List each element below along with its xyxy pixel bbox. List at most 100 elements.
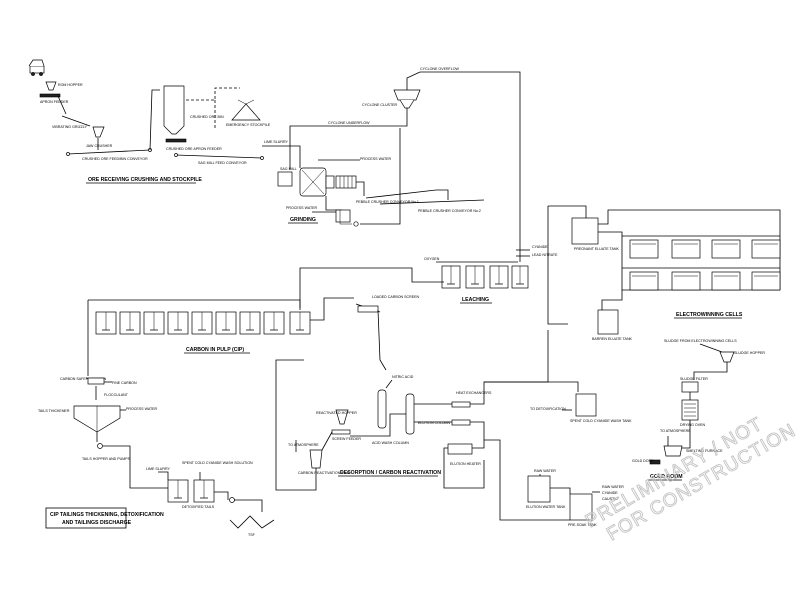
apron-feeder-icon (39, 93, 61, 98)
gold-room-area: SLUDGE FROM ELECTROWINNING CELLS SLUDGE … (632, 339, 765, 481)
elution-column-label: ELUTION COLUMN (418, 421, 451, 425)
process-water-3-label: PROCESS WATER (126, 407, 158, 411)
jaw-crusher-icon (92, 126, 105, 138)
spent-cold-label: SPENT COLD CYANIDE WASH TANK (570, 419, 632, 423)
drying-oven-label: DRYING OVEN (680, 423, 705, 427)
mill-sump-icon (335, 209, 351, 223)
desorption-area: NITRIC ACID ACID WASH COLUMN ELUTION COL… (275, 330, 549, 491)
tailings-area: CARBON SAFETY SCREEN FINE CARBON TAILS T… (38, 377, 275, 537)
sag-feed-conveyor-label: SAG MILL FEED CONVEYOR (198, 161, 247, 165)
to-atmosphere-2-label: TO ATMOSPHERE (660, 429, 691, 433)
process-water-label: PROCESS WATER (360, 157, 392, 161)
reactivated-hopper-label: REACTIVATED HOPPER (316, 411, 357, 415)
spent-solution-area: TO DETOXIFICATION SPENT COLD CYANIDE WAS… (484, 381, 632, 527)
pre-soak-tank (569, 493, 593, 521)
cip-area: CARBON IN PULP (CIP) LOADED CARBON SCREE… (87, 295, 420, 376)
reactivated-hopper-icon (335, 409, 349, 425)
detox-label: DETOXIFIED TAILS (182, 505, 215, 509)
heat-exchanger-2 (451, 419, 471, 426)
smelting-furnace-icon (663, 445, 683, 457)
section-cip: CARBON IN PULP (CIP) (186, 347, 244, 353)
elution-water-tank (527, 475, 551, 503)
rom-hopper-label: ROM HOPPER (58, 83, 83, 87)
sag-mill-label: SAG MILL (280, 167, 297, 171)
electrowinning-area: PREGNANT ELUATE TANK ELECTROWINNING CELL… (547, 205, 781, 341)
tails-pump-label: TAILS HOPPER AND PUMPS (82, 457, 131, 461)
reactivation-kiln-label: CARBON REACTIVATION KILN (298, 471, 350, 475)
pebble-conveyor-1 (365, 189, 437, 199)
sludge-hopper-icon (719, 351, 735, 363)
spent-cold-tank (575, 393, 597, 417)
pre-soak-label: PRE-SOAK TANK (568, 523, 597, 527)
tails-pump-icon (97, 443, 103, 449)
vibrating-grizzly-icon (61, 115, 77, 122)
vibrating-grizzly-label: VIBRATING GRIZZLY (52, 125, 88, 129)
process-water-2-label: PROCESS WATER (286, 206, 318, 210)
electrowinning-cells (622, 235, 781, 291)
cyclone-cluster-icon (393, 89, 421, 109)
pebble-conveyor-2 (379, 199, 485, 205)
sludge-filter-icon (681, 381, 699, 393)
detox-pump-icon (229, 497, 235, 503)
screw-feeder-icon (331, 429, 351, 435)
tsf-label: TSF (248, 533, 256, 537)
tsf-icon (229, 515, 275, 529)
crushed-ore-apron-label: CRUSHED ORE APRON FEEDER (166, 147, 222, 151)
loaded-carbon-label: LOADED CARBON SCREEN (372, 295, 420, 299)
cip-tanks (95, 311, 311, 335)
section-gold-room: GOLD ROOM (650, 474, 683, 480)
crushed-ore-bin-label: CRUSHED ORE BIN (190, 115, 224, 119)
crushed-ore-apron-icon (165, 138, 187, 143)
sag-mill-icon (277, 167, 357, 197)
barren-eluate-tank (597, 309, 619, 335)
section-tailings-2: AND TAILINGS DISCHARGE (62, 520, 132, 526)
apron-feeder-label: APRON FEEDER (40, 100, 69, 104)
ore-receiving-area: ROM HOPPER APRON FEEDER VIBRATING GRIZZL… (28, 59, 271, 184)
section-grinding: GRINDING (290, 217, 316, 223)
crushed-ore-conveyor (67, 149, 151, 155)
drying-oven-icon (681, 399, 699, 421)
tails-thickener-label: TAILS THICKENER (38, 409, 70, 413)
smelting-furnace-label: SMELTING FURNACE (686, 449, 723, 453)
mill-pump-icon (353, 221, 359, 227)
grinding-area: CYCLONE OVERFLOW CYCLONE CLUSTER CYCLONE… (262, 67, 521, 250)
cyclone-underflow-label: CYCLONE UNDERFLOW (328, 121, 370, 125)
sludge-from-label: SLUDGE FROM ELECTROWINNING CELLS (664, 339, 737, 343)
jaw-crusher-label: JAW CRUSHER (86, 144, 113, 148)
flocculant-label: FLOCCULANT (104, 393, 129, 397)
emergency-stockpile-icon (231, 103, 261, 121)
reactivation-kiln-icon (309, 449, 323, 469)
sag-feed-conveyor (175, 154, 263, 159)
crushed-ore-bin-icon (163, 85, 185, 135)
acid-wash-column (377, 389, 387, 429)
section-leaching: LEACHING (462, 297, 489, 303)
screw-feeder-label: SCREW FEEDER (332, 437, 361, 441)
pregnant-eluate-tank (571, 217, 599, 245)
elution-water-label: ELUTION WATER TANK (526, 505, 566, 509)
detox-tanks (167, 479, 215, 503)
oxygen-label: OXYGEN (424, 257, 440, 261)
emergency-stockpile-label: EMERGENCY STOCKPILE (226, 123, 271, 127)
elution-column (405, 393, 415, 435)
cyclone-cluster-label: CYCLONE CLUSTER (362, 103, 398, 107)
rom-hopper-icon (45, 81, 57, 91)
raw-water-label: RAW WATER (534, 469, 556, 473)
sludge-hopper-label: SLUDGE HOPPER (734, 351, 765, 355)
barren-eluate-label: BARREN ELUATE TANK (592, 337, 633, 341)
cyanide-label: CYANIDE (532, 245, 548, 249)
sludge-filter-label: SLUDGE FILTER (680, 377, 708, 381)
section-tailings-1: CIP TAILINGS THICKENING, DETOXIFICATION (50, 512, 164, 518)
crushed-ore-conveyor-label: CRUSHED ORE FEED/BIN CONVEYOR (82, 157, 148, 161)
acid-wash-label: ACID WASH COLUMN (372, 441, 409, 445)
heat-exchangers-label: HEAT EXCHANGERS (456, 391, 492, 395)
lead-nitrate-label: LEAD NITRATE (532, 253, 558, 257)
gold-dore-icon (649, 459, 661, 465)
cyanide-2-label: CYANIDE (602, 491, 618, 495)
gold-dore-label: GOLD DORE (632, 459, 654, 463)
elution-heater-icon (447, 443, 473, 455)
cyclone-overflow-label: CYCLONE OVERFLOW (420, 67, 460, 71)
watermark-line2: FOR CONSTRUCTION (603, 420, 799, 545)
carbon-safety-label: CARBON SAFETY SCREEN (60, 377, 107, 381)
section-ore-receiving: ORE RECEIVING CRUSHING AND STOCKPILE (88, 177, 202, 183)
lime-slurry-label: LIME SLURRY (264, 140, 289, 144)
